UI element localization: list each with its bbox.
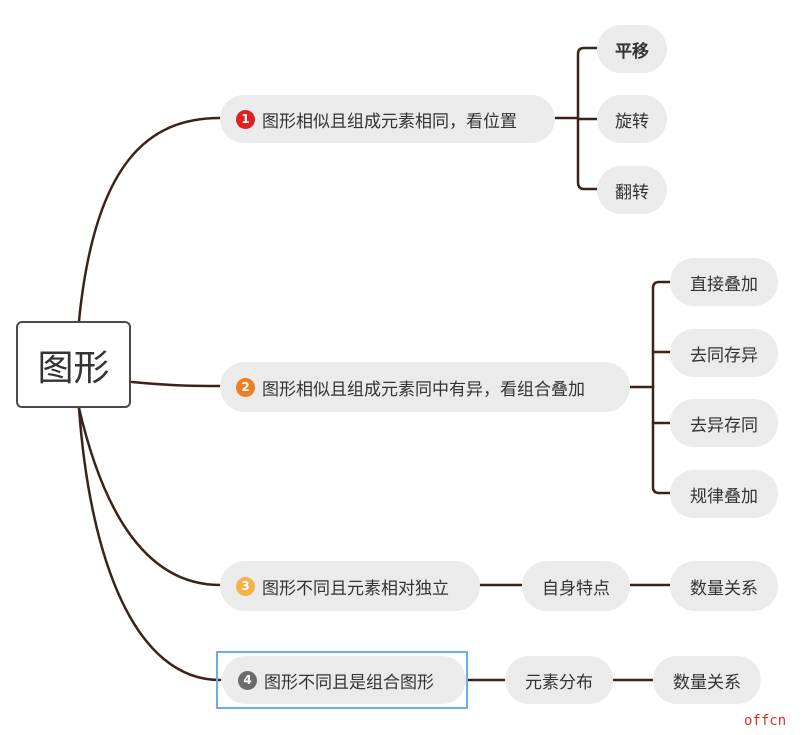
branch-2-child-remove-same[interactable]: 去同存异 <box>670 329 778 377</box>
branch-1-child-translation[interactable]: 平移 <box>597 25 667 73</box>
priority-2-icon: 2 <box>236 377 255 397</box>
root-node[interactable]: 图形 <box>16 321 131 408</box>
branch-4-child-quantity-relation[interactable]: 数量关系 <box>653 656 761 704</box>
connector-root-branch-2 <box>130 380 222 388</box>
selection-frame <box>216 651 468 709</box>
branch-3-node[interactable]: 3 图形不同且元素相对独立 <box>220 561 480 611</box>
connector-root-branch-4 <box>77 406 222 682</box>
branch-4-child-element-distribution[interactable]: 元素分布 <box>505 656 613 704</box>
priority-3-icon: 3 <box>236 576 255 596</box>
branch-1-child-flip[interactable]: 翻转 <box>597 166 667 214</box>
branch-3-child-own-features[interactable]: 自身特点 <box>522 561 630 611</box>
branch-2-node[interactable]: 2 图形相似且组成元素同中有异，看组合叠加 <box>220 362 630 412</box>
connector-root-branch-3 <box>77 406 222 587</box>
branch-1-node[interactable]: 1 图形相似且组成元素相同，看位置 <box>220 95 555 143</box>
priority-1-icon: 1 <box>236 109 255 129</box>
connector-branch-2-bracket <box>651 280 672 495</box>
branch-2-child-direct-overlay[interactable]: 直接叠加 <box>670 258 778 306</box>
connector-root-branch-1 <box>77 116 222 323</box>
branch-2-child-rule-overlay[interactable]: 规律叠加 <box>670 470 778 518</box>
branch-4-label: 图形不同且是组合图形 <box>264 672 434 693</box>
branch-2-child-remove-different[interactable]: 去异存同 <box>670 399 778 447</box>
branch-2-label: 图形相似且组成元素同中有异，看组合叠加 <box>262 379 585 400</box>
branch-3-label: 图形不同且元素相对独立 <box>262 578 449 599</box>
branch-3-child-quantity-relation[interactable]: 数量关系 <box>670 561 778 611</box>
branch-1-child-rotation[interactable]: 旋转 <box>597 95 667 143</box>
branch-4-node[interactable]: 4 图形不同且是组合图形 <box>222 656 466 704</box>
branch-1-label: 图形相似且组成元素相同，看位置 <box>262 111 517 132</box>
offcn-watermark: offcn <box>744 713 787 729</box>
priority-4-icon: 4 <box>238 670 257 690</box>
